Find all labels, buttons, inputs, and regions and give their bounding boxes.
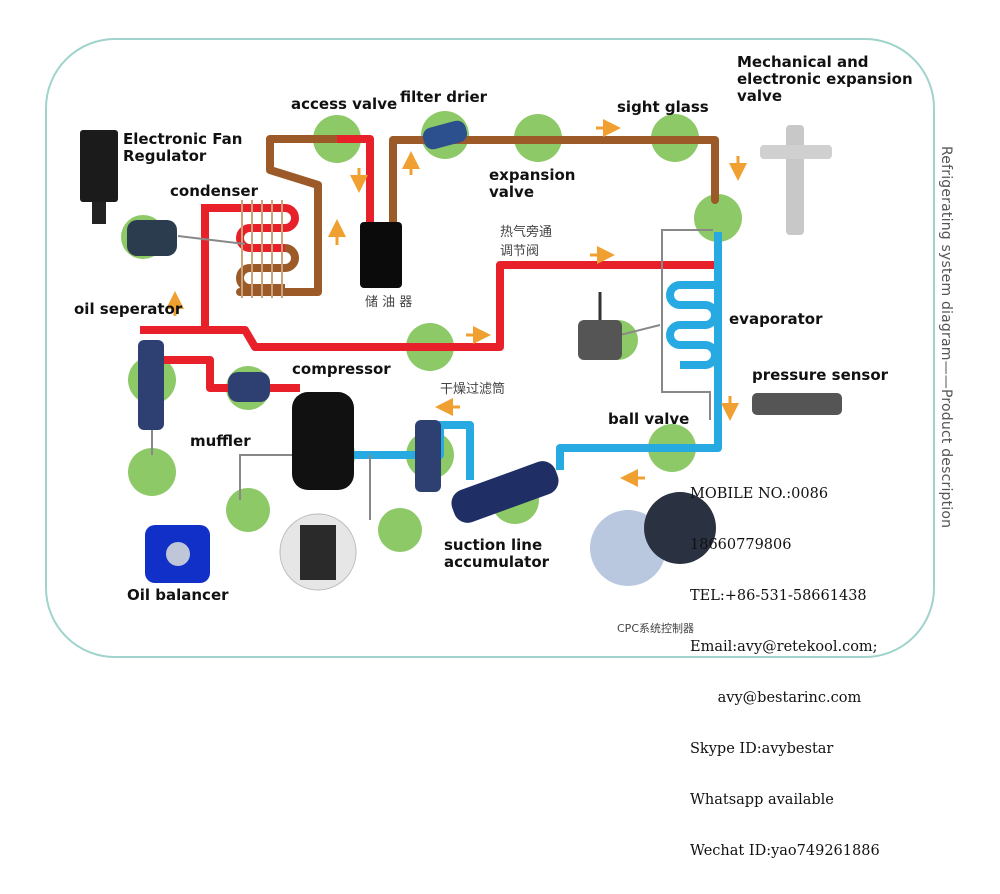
hot-line-to-receiver: [337, 135, 374, 228]
label-oil-balancer: Oil balancer: [127, 586, 229, 604]
compressor: [292, 392, 354, 490]
solenoid-bg: [226, 488, 270, 532]
pipe-network: [80, 111, 842, 591]
label-compressor: compressor: [292, 360, 391, 378]
label-oil-reservoir-cn: 储 油 器: [365, 295, 413, 310]
mech-expansion-valve-body: [786, 125, 804, 235]
label-cpc-controller-cn: CPC系统控制器: [617, 622, 694, 635]
label-access-valve: access valve: [291, 95, 398, 113]
contact-line: Wechat ID:yao749261886: [690, 843, 880, 859]
pressure-switch-bg: [378, 508, 422, 552]
contact-line: Email:avy@retekool.com;: [690, 639, 878, 655]
label-pressure-sensor: pressure sensor: [752, 366, 889, 384]
fan-regulator: [80, 130, 118, 202]
contact-line: avy@bestarinc.com: [690, 690, 862, 706]
evaporator-coil: [666, 281, 719, 369]
label-hot-gas-bypass-cn: 热气旁通调节阀: [500, 225, 553, 259]
label-ball-valve: ball valve: [608, 410, 690, 428]
label-condenser: condenser: [170, 182, 258, 200]
suction-accumulator: [451, 461, 559, 523]
label-drying-filter-cn: 干燥过滤筒: [440, 382, 506, 397]
liquid-line-condenser: [236, 135, 341, 296]
contact-line: Skype ID:avybestar: [690, 741, 834, 757]
filter-drier: [422, 120, 468, 150]
contact-info: MOBILE NO.:0086 18660779806 TEL:+86-531-…: [690, 452, 880, 894]
pressure-sensor: [752, 393, 842, 415]
diagram-frame: [45, 38, 935, 658]
contact-line: MOBILE NO.:0086: [690, 486, 829, 502]
oil-separator: [138, 340, 164, 430]
drier-filter-shell: [415, 420, 441, 492]
cpc-controller-image-2: [644, 492, 716, 564]
liquid-line-main: [389, 136, 719, 232]
label-sight-glass: sight glass: [617, 98, 709, 116]
suction-line-evap-out: [556, 232, 722, 470]
oil-reservoir: [360, 222, 402, 288]
contact-line: Whatsapp available: [690, 792, 834, 808]
fan-motor: [127, 220, 177, 256]
muffler: [228, 372, 270, 402]
hot-line-discharge: [140, 261, 715, 351]
oil-valve-bg: [128, 448, 176, 496]
label-evaporator: evaporator: [729, 310, 823, 328]
diagram-title-vertical: Refrigerating system diagram——Product de…: [938, 146, 954, 529]
contact-line: TEL:+86-531-58661438: [690, 588, 867, 604]
condenser-coil-cool: [236, 244, 299, 292]
flow-arrows: [166, 119, 747, 487]
evap-fan-motor: [578, 320, 622, 360]
contact-line: 18660779806: [690, 537, 792, 553]
label-oil-seperator: oil seperator: [74, 300, 183, 318]
label-filter-drier: filter drier: [400, 88, 488, 106]
label-muffler: muffler: [190, 432, 251, 450]
